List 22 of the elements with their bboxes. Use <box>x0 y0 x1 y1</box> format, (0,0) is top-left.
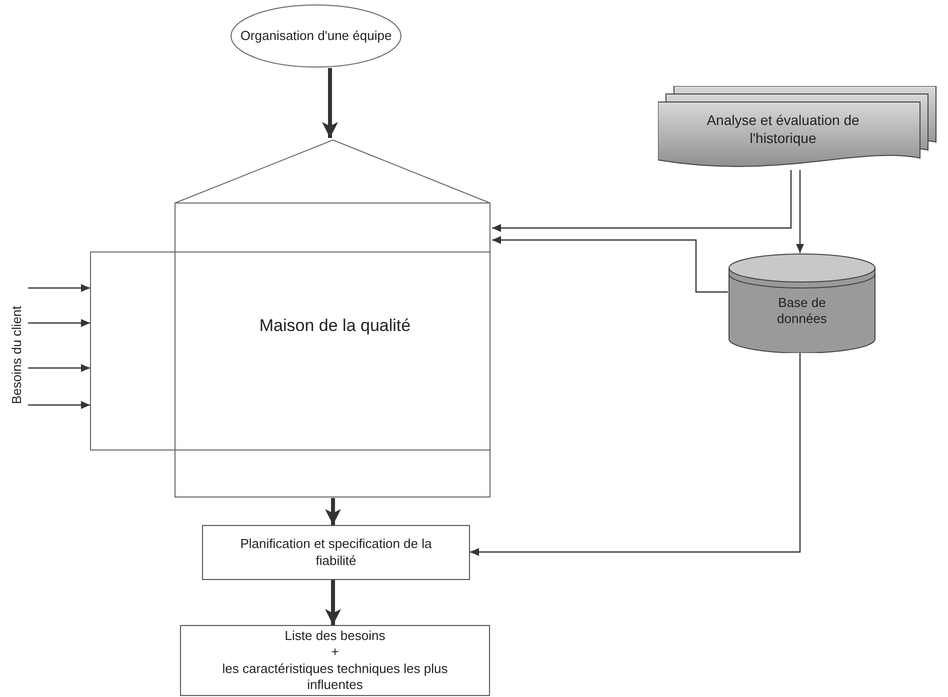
arrow <box>28 401 90 409</box>
arrow <box>325 580 341 625</box>
node-label: Planification et specification de la fiabilité <box>239 536 433 569</box>
node-label: Base de données <box>776 295 828 328</box>
node-label: les caractéristiques techniques les plus influentes <box>221 660 449 693</box>
node-label: Liste des besoins <box>284 628 386 644</box>
arrow <box>322 68 338 138</box>
node-label: Analyse et évaluation de l'historique <box>706 112 860 147</box>
arrow <box>470 353 801 556</box>
process-box <box>202 525 470 580</box>
input-label: Besoins du client <box>8 306 26 404</box>
arrow <box>492 170 792 232</box>
node-label: Organisation d'une équipe <box>240 27 392 46</box>
arrow <box>492 236 728 293</box>
node-label: Maison de la qualité <box>258 315 412 337</box>
arrow <box>28 319 90 327</box>
arrow <box>796 170 804 253</box>
arrow <box>28 284 90 292</box>
process-box <box>180 625 490 696</box>
arrow <box>325 498 341 525</box>
node-label: + <box>331 644 339 660</box>
arrow <box>28 364 90 372</box>
